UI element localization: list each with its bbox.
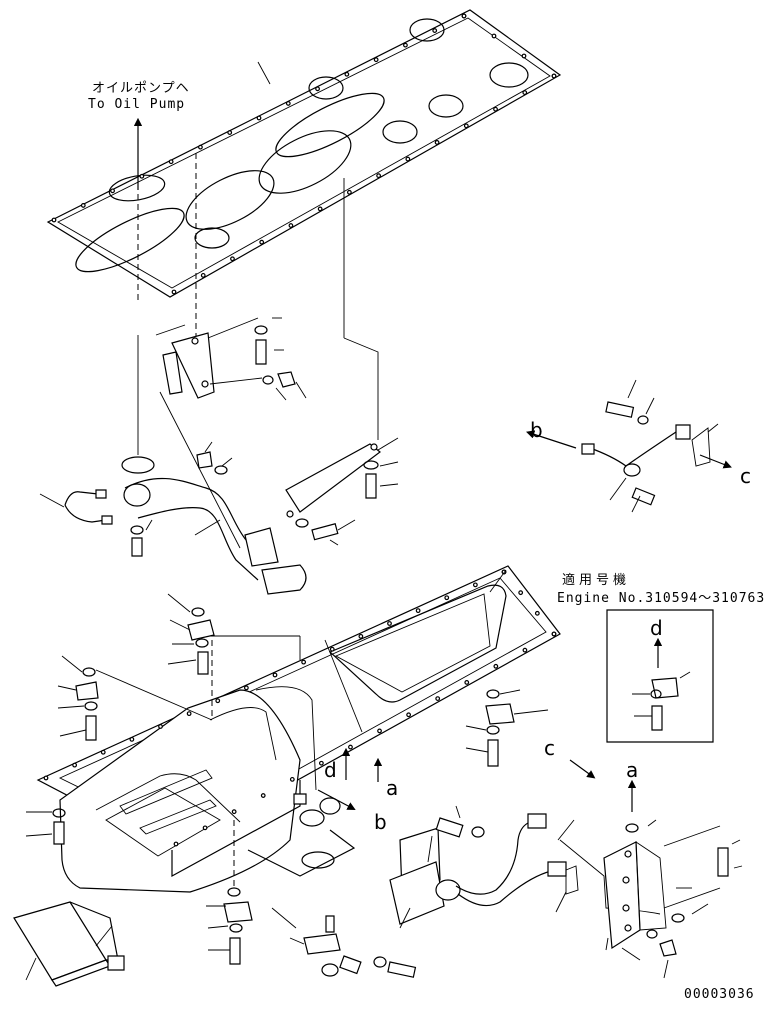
bolt-hole: [374, 58, 378, 62]
strainer-pipe: [14, 902, 124, 986]
oil-pump-note-jp: オイルポンプヘ: [92, 81, 190, 96]
bolt-hole: [169, 160, 173, 164]
callout-a-bracket: a: [626, 758, 639, 782]
bolt-hole: [159, 725, 163, 729]
bolt-hole: [260, 240, 264, 244]
bolt-hole: [345, 72, 349, 76]
bolt-hole: [536, 612, 540, 616]
bolt-hole: [465, 681, 469, 685]
bolt-hole: [73, 763, 77, 767]
callout-a-main: a: [386, 776, 399, 800]
callout-b-harness: b: [530, 418, 543, 442]
engine-range-note: Engine No.310594～310763: [557, 591, 764, 606]
suction-pipe-assembly: [40, 318, 398, 594]
bolt-hole: [445, 596, 449, 600]
bolt-hole: [130, 738, 134, 742]
bolt-hole: [289, 224, 293, 228]
bolt-hole: [416, 609, 420, 613]
bolt-hole: [203, 826, 207, 830]
bolt-hole: [101, 750, 105, 754]
bolt-hole: [199, 145, 203, 149]
bolt-hole: [377, 174, 381, 178]
bolt-hole: [291, 778, 295, 782]
callout-d-inset: d: [650, 616, 663, 640]
bolt-hole: [174, 842, 178, 846]
inset-detail-box: [607, 610, 713, 742]
bolt-hole: [519, 591, 523, 595]
upper-gasket-plate: [48, 10, 560, 297]
bolt-hole: [316, 87, 320, 91]
bolt-hole: [388, 622, 392, 626]
drawing-number: 00003036: [684, 987, 755, 1002]
bolt-hole: [81, 204, 85, 208]
sensor-harness-lower: [390, 806, 660, 928]
applicable-note-jp: 適用号機: [562, 573, 631, 588]
bolt-hole: [492, 34, 496, 38]
bolt-hole: [187, 712, 191, 716]
bolt-hole: [245, 686, 249, 690]
bolt-hole: [273, 673, 277, 677]
bolt-hole: [111, 189, 115, 193]
bolt-hole: [378, 729, 382, 733]
bolt-hole: [523, 91, 527, 95]
bolt-hole: [433, 29, 437, 33]
left-fasteners: [26, 594, 548, 844]
bottom-fasteners: [206, 820, 415, 977]
bolt-hole: [494, 665, 498, 669]
bolt-hole: [201, 274, 205, 278]
bolt-hole: [435, 141, 439, 145]
callout-c-bracket: c: [544, 736, 555, 760]
bolt-hole: [348, 191, 352, 195]
bolt-hole: [232, 810, 236, 814]
bolt-hole: [286, 102, 290, 106]
bolt-hole: [44, 776, 48, 780]
mounting-bracket: [570, 760, 742, 978]
bolt-hole: [462, 14, 466, 18]
sensor-harness-upper: [526, 380, 732, 512]
bolt-hole: [257, 116, 261, 120]
bolt-hole: [552, 632, 556, 636]
bolt-hole: [52, 218, 56, 222]
bolt-hole: [216, 699, 220, 703]
bolt-hole: [552, 74, 556, 78]
bolt-hole: [494, 107, 498, 111]
bolt-hole: [228, 131, 232, 135]
bolt-hole: [407, 713, 411, 717]
bolt-hole: [436, 697, 440, 701]
bolt-hole: [330, 647, 334, 651]
bolt-hole: [359, 635, 363, 639]
bolt-hole: [320, 761, 324, 765]
callout-c-harness: c: [740, 464, 751, 488]
bolt-hole: [404, 43, 408, 47]
callout-d-main: d: [324, 758, 337, 782]
oil-pan: [38, 566, 560, 892]
oil-pump-note-en: To Oil Pump: [88, 97, 186, 112]
bolt-hole: [523, 648, 527, 652]
bolt-hole: [172, 290, 176, 294]
bolt-hole: [302, 660, 306, 664]
callout-b-main: b: [374, 810, 387, 834]
bolt-hole: [261, 794, 265, 798]
bolt-hole: [349, 745, 353, 749]
bolt-hole: [522, 54, 526, 58]
bolt-hole: [474, 583, 478, 587]
bolt-hole: [140, 174, 144, 178]
bolt-hole: [231, 257, 235, 261]
bolt-hole: [465, 124, 469, 128]
bolt-hole: [406, 157, 410, 161]
bolt-hole: [318, 207, 322, 211]
